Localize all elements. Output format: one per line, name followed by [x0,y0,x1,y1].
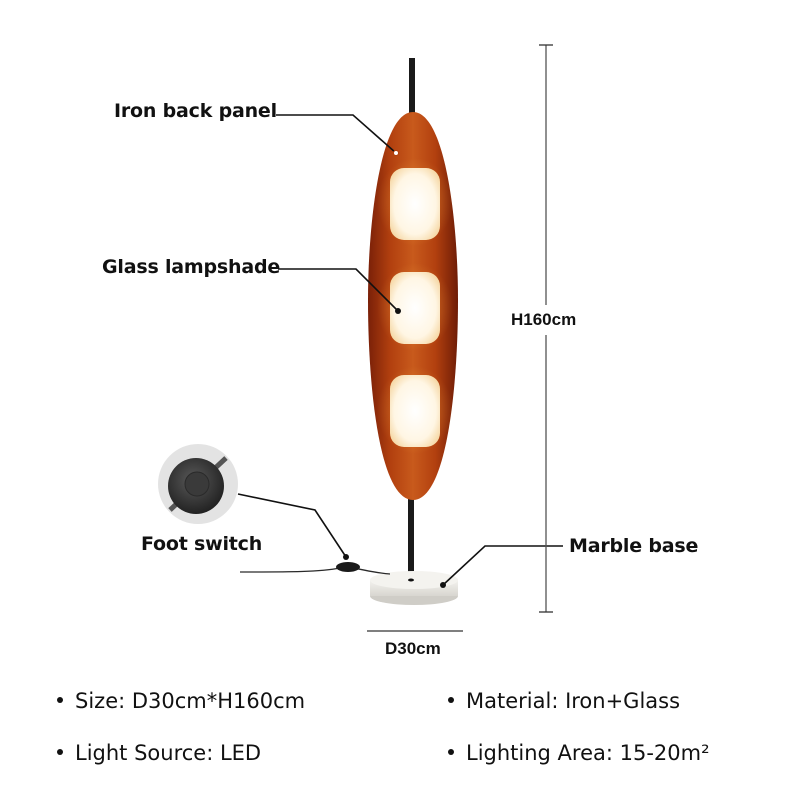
spec-size: Size: D30cm*H160cm [57,689,305,713]
glass-shade-2 [390,272,440,344]
spec-material: Material: Iron+Glass [448,689,680,713]
stem-pole [408,490,414,585]
callout-foot-switch: Foot switch [141,533,263,555]
callout-iron-back-panel: Iron back panel [114,100,277,122]
spec-light-source: Light Source: LED [57,741,261,765]
glass-shade-3 [390,375,440,447]
spec-lighting-area: Lighting Area: 15-20m² [448,741,710,765]
callout-glass-lampshade: Glass lampshade [102,256,281,278]
top-rod [409,58,415,118]
diameter-dimension-label: D30cm [385,639,441,658]
bullet-icon [57,697,63,703]
bullet-icon [57,749,63,755]
bullet-icon [448,697,454,703]
height-dimension-label: H160cm [511,310,577,329]
bullet-icon [448,749,454,755]
glass-shade-1 [390,168,440,240]
inline-foot-switch [336,562,360,572]
callout-marble-base: Marble base [569,535,699,557]
